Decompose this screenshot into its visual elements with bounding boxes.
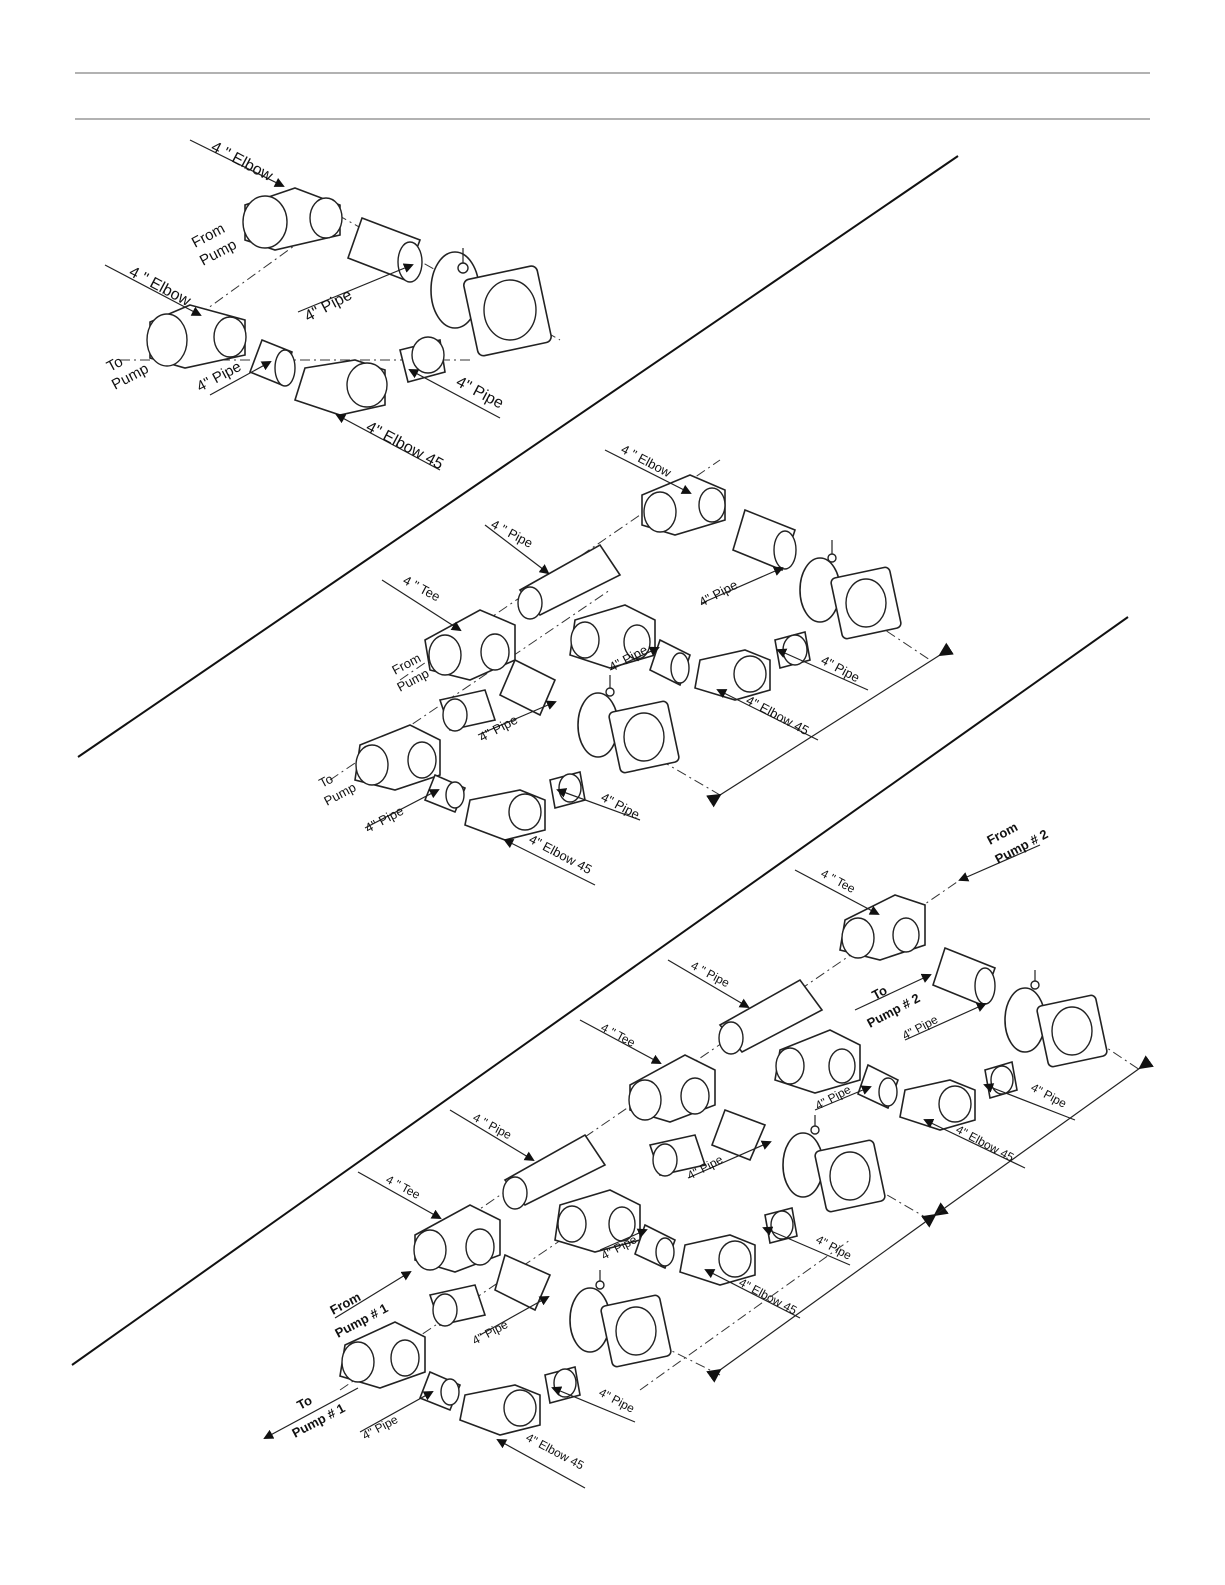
pipe-top-right-3 <box>932 946 997 1007</box>
label-pipe-bottom-right-2: 4" Pipe <box>599 789 643 822</box>
label-pipe-bottom-3: 4" Pipe <box>360 1412 401 1442</box>
pipe-short-right-3 <box>984 1060 1018 1100</box>
label-pipe-right-2: 4" Pipe <box>819 652 863 685</box>
pipe-short-lower-right-3 <box>764 1207 798 1244</box>
label-tee-mid-3: 4 " Tee <box>599 1020 638 1050</box>
pipe-left-mid-2 <box>438 658 557 732</box>
label-elbow45-right-2: 4" Elbow 45 <box>744 692 812 738</box>
label-elbow45-lower-3: 4" Elbow 45 <box>737 1275 800 1317</box>
dual-drain-assembly <box>329 449 954 886</box>
pipe-bottom-left-2 <box>423 773 467 814</box>
label-elbow45: 4" Elbow 45 <box>363 419 446 474</box>
main-drain-top <box>430 248 552 357</box>
label-pipe-top: 4" Pipe <box>302 287 355 326</box>
label-elbow45-bottom-3: 4" Elbow 45 <box>524 1430 587 1472</box>
pipe-lower-right <box>399 336 446 383</box>
elbow-45-right-2 <box>694 649 771 701</box>
label-pipe-right2-3: 4" Pipe <box>1029 1080 1070 1110</box>
pipe-short-lower-mid-3 <box>634 1223 676 1270</box>
elbow-45-bottom-3 <box>459 1384 541 1436</box>
label-elbow45-right-3: 4" Elbow 45 <box>954 1122 1017 1164</box>
pipe-short-mid-2 <box>649 638 691 687</box>
elbow-90-lower-3 <box>554 1189 641 1253</box>
section-divider-1 <box>77 155 959 758</box>
label-to-2: To <box>316 771 335 791</box>
label-pipe-right-3: 4" Pipe <box>900 1012 941 1042</box>
pipe-lower-left <box>248 338 296 387</box>
single-drain-assembly <box>104 139 561 471</box>
label-tee-2: 4 " Tee <box>401 572 443 604</box>
main-drain-lower-2 <box>577 675 680 774</box>
pipe-short-mid-3 <box>857 1063 899 1110</box>
pipe-bottom-right-2 <box>549 771 586 809</box>
pipe-short-right-2 <box>774 631 811 669</box>
label-tee-top-3: 4 " Tee <box>819 866 858 896</box>
elbow-90-top <box>242 187 343 251</box>
pipe-top <box>346 216 423 283</box>
label-elbow-lower: 4 " Elbow <box>126 264 194 311</box>
pipe-long-lower-3 <box>502 1133 607 1210</box>
pipe-bottom-3 <box>418 1370 462 1412</box>
elbow-90-top-2 <box>641 474 726 536</box>
label-elbow-top: 4 " Elbow <box>208 139 276 186</box>
label-pipe-lowerleft-3: 4" Pipe <box>470 1317 511 1347</box>
tee-top-3 <box>839 894 926 961</box>
tee-2 <box>424 609 516 681</box>
pipe-top-right-2 <box>732 508 797 572</box>
pipe-long-2 <box>517 543 622 620</box>
main-drain-upper-2 <box>799 540 902 640</box>
dual-pump-assembly <box>263 844 1154 1489</box>
label-pipe-top-right-2: 4" Pipe <box>696 577 740 610</box>
main-drain-right-3 <box>1004 970 1108 1068</box>
elbow-45-lower-mid-3 <box>679 1234 756 1286</box>
elbow-45-bottom-2 <box>464 789 546 841</box>
label-to-pump1-a: To <box>294 1392 314 1412</box>
label-to: To <box>104 353 126 375</box>
elbow-90-mid-3 <box>774 1029 861 1094</box>
main-drain-lower-3 <box>569 1270 672 1368</box>
label-pipe-bottom-left-2: 4" Pipe <box>362 803 406 836</box>
tee-mid-3 <box>628 1054 716 1123</box>
elbow-90-middle-2 <box>569 604 656 669</box>
elbow-45-right-3 <box>899 1079 976 1131</box>
tee-bottom-3 <box>339 1321 426 1389</box>
tee-lower-3 <box>413 1204 501 1273</box>
label-to-pump2-a: To <box>869 982 889 1002</box>
pipe-lower-left-3 <box>428 1253 552 1327</box>
pipe-mid-center-3 <box>648 1108 767 1177</box>
main-drain-center-3 <box>782 1115 886 1213</box>
pipe-long-upper-3 <box>718 978 824 1055</box>
tee-lower-2 <box>354 724 441 791</box>
elbow-45-lower <box>294 359 388 416</box>
elbow-90-lower <box>146 304 247 369</box>
label-elbow45-bottom-2: 4" Elbow 45 <box>527 831 595 877</box>
label-pipe-bottom-right-3: 4" Pipe <box>597 1385 638 1415</box>
